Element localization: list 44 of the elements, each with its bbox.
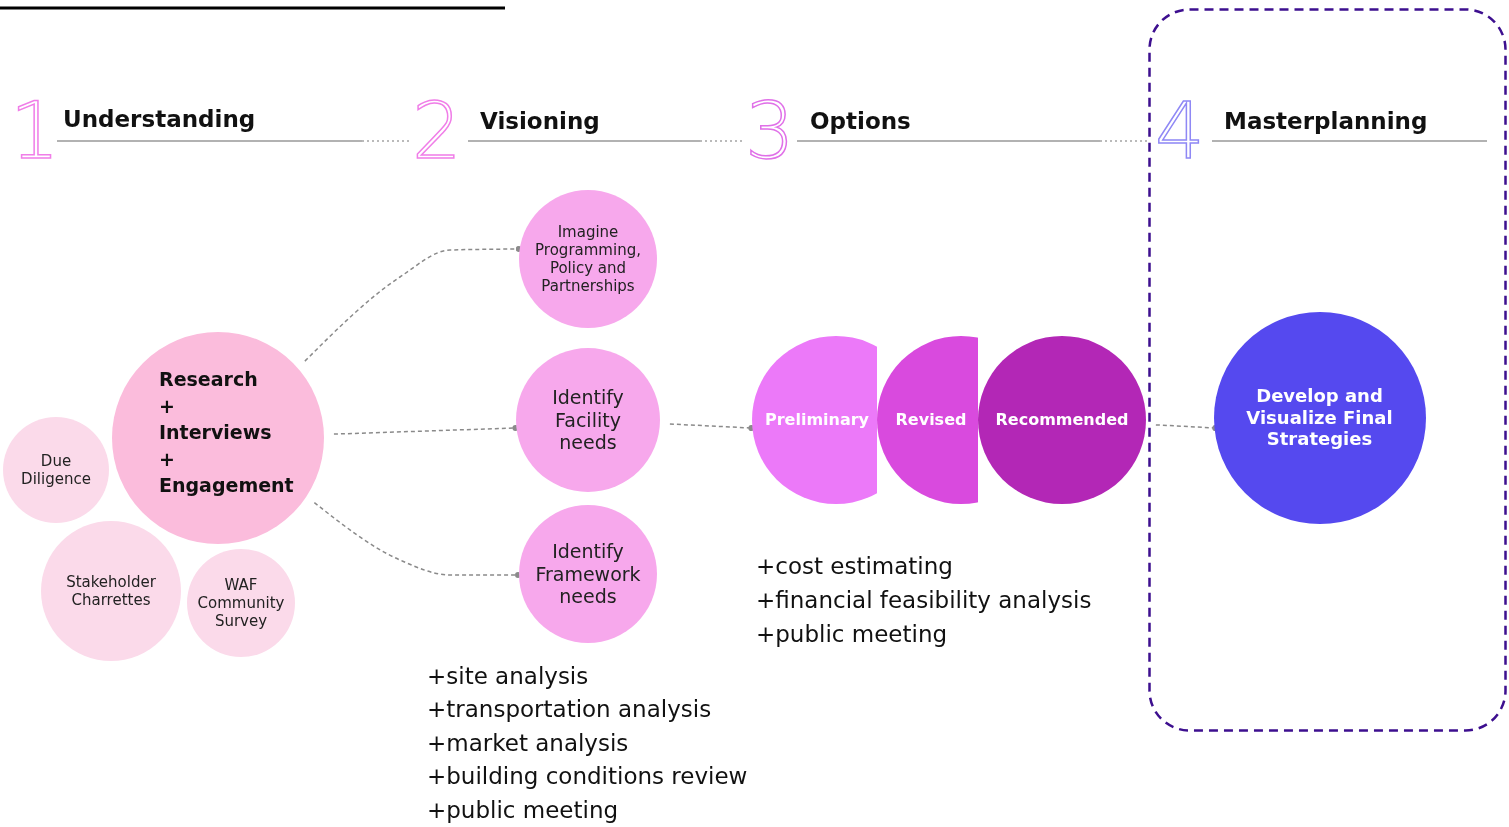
circle-node [187,549,295,657]
node-text: Identify Facility needs [551,385,625,455]
node-text: Research [159,368,258,391]
circle-node [519,190,657,328]
step-number: 2 [412,92,462,170]
node-text: Imagine Programming, Policy and Partnerships [534,223,642,295]
node-text: Due Diligence [20,452,92,488]
node-text: Stakeholder Charrettes [65,573,157,609]
activity-note: +transportation analysis [427,696,712,722]
phase-heading: Masterplanning [1224,108,1428,134]
dotted-connector [333,425,519,435]
phase-heading: Visioning [480,108,600,134]
circle-node [112,332,324,544]
circle-node [519,505,657,643]
circle-node [978,336,1146,504]
circle-node [1213,311,1426,524]
phase-heading: Options [810,108,911,134]
activity-note: +public meeting [756,621,948,647]
step-number: 1 [10,92,60,170]
node-text: + [159,447,175,471]
activity-note: +cost estimating [756,553,953,579]
node-text: + [159,394,175,418]
phase-heading: Understanding [63,106,256,132]
node-text: Revised [894,410,968,430]
circle-node [516,348,660,492]
node-text: Engagement [159,474,294,497]
activity-note: +financial feasibility analysis [756,587,1092,613]
node-text: Preliminary [763,410,871,430]
step-number: 3 [745,92,795,170]
node-text: Develop and Visualize Final Strategies [1245,385,1394,450]
node-text: Interviews [159,421,272,444]
activity-note: +site analysis [427,663,589,689]
dotted-connector [304,246,522,362]
dashed-group-box [1148,8,1507,732]
circle-node [41,521,181,661]
node-text: WAF Community Survey [196,576,286,630]
node-text: Recommended [994,410,1130,430]
activity-note: +building conditions review [427,763,748,789]
activity-note: +public meeting [427,797,619,823]
dotted-connector [313,501,521,578]
activity-note: +market analysis [427,730,629,756]
node-text: Identify Framework needs [534,539,642,609]
circle-node [3,417,109,523]
step-number: 4 [1155,92,1205,170]
